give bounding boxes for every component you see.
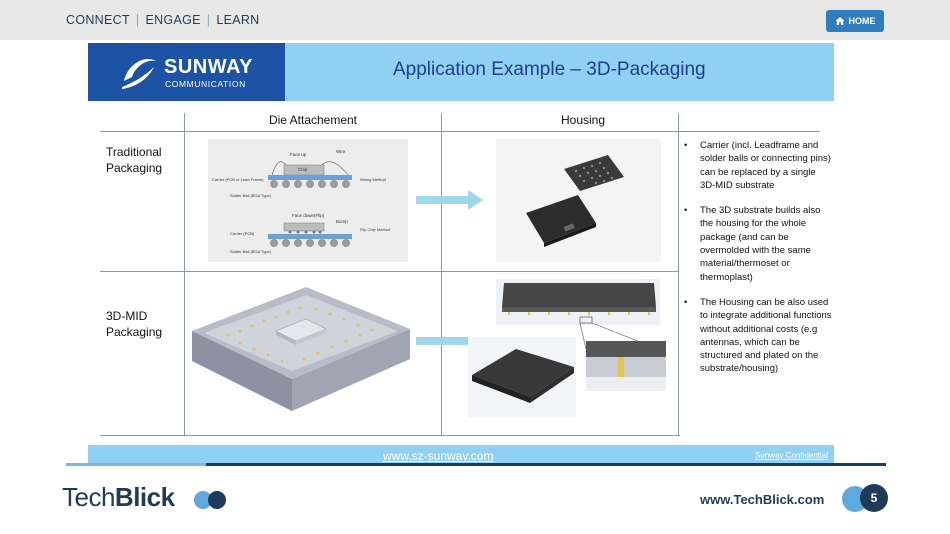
bullet-list: Carrier (incl. Leadframe and solder ball… (682, 139, 832, 388)
label-carrier-2: Carrier (PCB) (230, 231, 255, 236)
techblick-logo[interactable]: TechBlick (62, 482, 175, 512)
home-button-label: HOME (848, 16, 876, 26)
techblick-website[interactable]: www.TechBlick.com (700, 492, 825, 507)
nav-engage[interactable]: ENGAGE (145, 13, 201, 27)
footer-divider (66, 463, 886, 466)
sunway-logo: SUNWAY COMMUNICATION (88, 43, 285, 101)
column-header-housing: Housing (560, 113, 606, 127)
3d-mid-housing-render (468, 279, 666, 429)
confidential-label: Sunway Confidential (755, 451, 828, 460)
nav-connect[interactable]: CONNECT (66, 13, 130, 27)
table-line-v3 (678, 113, 679, 435)
label-solder-ball-1: Solder Ball (BGA Type) (230, 193, 272, 198)
3d-mid-substrate-drawing (192, 287, 410, 411)
label-bump: Bump (336, 219, 348, 224)
home-icon (835, 17, 844, 25)
label-carrier-1: Carrier (PCB or Lead Frame) (212, 177, 264, 182)
label-solder-ball-2: Solder Ball (BGA Type) (230, 249, 272, 254)
label-wire: Wire (336, 149, 346, 154)
footer-divider-accent (66, 463, 206, 466)
label-face-down: Face down(Flip) (292, 213, 325, 218)
column-header-die-attachement: Die Attachement (268, 113, 358, 127)
table-line-bottom (100, 435, 680, 436)
bga-package-drawing (526, 155, 624, 247)
3d-mid-housing-drawing (468, 279, 666, 417)
top-nav: CONNECT | ENGAGE | LEARN (66, 13, 260, 27)
bullet-item: The 3D substrate builds also the housing… (682, 204, 832, 284)
label-wiring-method: Wiring Method (360, 177, 386, 182)
nav-separator: | (135, 13, 140, 27)
bullet-item: The Housing can be also used to integrat… (682, 296, 832, 376)
row-header-traditional: Traditional Packaging (106, 145, 163, 175)
3d-mid-substrate-render (188, 279, 413, 414)
table-line-v2 (441, 113, 442, 435)
logo-subtitle: COMMUNICATION (165, 79, 246, 89)
page-number: 5 (860, 484, 888, 512)
table-line-mid (100, 271, 678, 272)
slide-footer-bar: www.sz-sunway.com Sunway Confidential (88, 445, 834, 465)
slide-title: Application Example – 3D-Packaging (393, 59, 706, 80)
slide: SUNWAY COMMUNICATION Application Example… (88, 43, 834, 465)
table-line-v1 (184, 113, 185, 435)
sunway-swirl-icon (122, 59, 156, 89)
wire-bond-diagram: Face up Wire Chip Carrier (PCB or Lead F… (208, 139, 408, 262)
label-face-up: Face up (290, 152, 307, 157)
sunway-website-link[interactable]: www.sz-sunway.com (383, 449, 494, 463)
wire-bond-diagram-drawing (268, 161, 352, 247)
nav-learn[interactable]: LEARN (216, 13, 260, 27)
page-number-badge: 5 (840, 484, 888, 514)
label-flip-chip-method: Flip Chip Method (360, 227, 391, 232)
nav-separator: | (206, 13, 211, 27)
home-button[interactable]: HOME (826, 10, 884, 32)
bullet-item: Carrier (incl. Leadframe and solder ball… (682, 139, 832, 192)
label-chip: Chip (298, 167, 308, 172)
logo-name: SUNWAY (164, 56, 253, 78)
table-line-top (100, 131, 820, 132)
row-header-3dmid: 3D-MID Packaging (106, 309, 163, 339)
top-bar (0, 0, 950, 40)
bga-package-photo (496, 139, 661, 262)
arrow-right-icon (416, 190, 483, 210)
techblick-dots-icon (194, 491, 226, 509)
